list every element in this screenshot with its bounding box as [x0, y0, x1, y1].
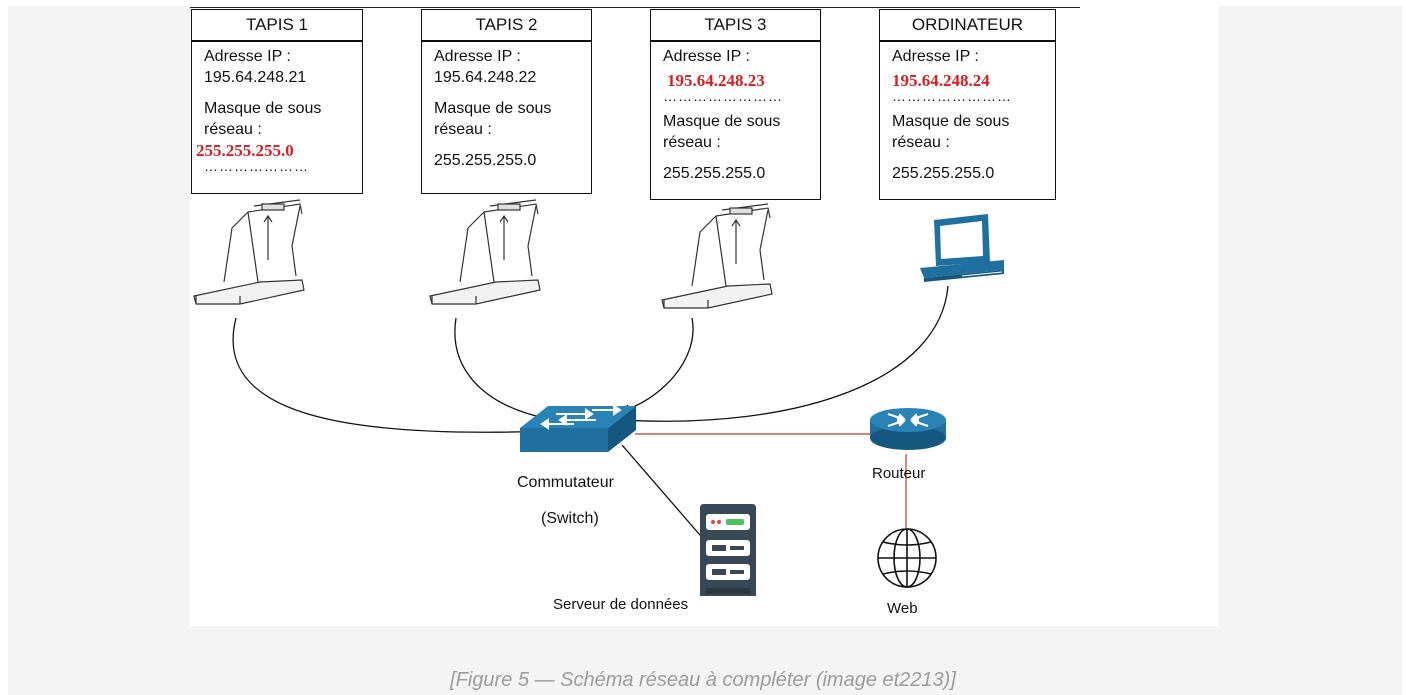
device-title: ORDINATEUR — [880, 10, 1055, 42]
device-title: TAPIS 3 — [651, 10, 820, 42]
mask-label-2: réseau : — [663, 134, 721, 151]
device-box-tapis2: TAPIS 2 Adresse IP : 195.64.248.22 Masqu… — [421, 9, 592, 194]
treadmill-1-icon — [193, 199, 305, 305]
ip-label: Adresse IP : — [663, 48, 750, 65]
mask-label-2: réseau : — [892, 134, 950, 151]
treadmill-2-icon — [429, 199, 541, 305]
mask-label: Masque de sous — [892, 113, 1010, 130]
mask-value-handwritten: 255.255.255.0 — [196, 141, 294, 160]
router-label: Routeur — [872, 465, 926, 482]
device-box-ordinateur: ORDINATEUR Adresse IP : 195.64.248.24 ……… — [879, 9, 1056, 200]
mask-label-2: réseau : — [204, 121, 262, 138]
ip-value: 195.64.248.21 — [204, 69, 307, 86]
fill-in-dots: …………………… — [892, 88, 1012, 104]
mask-label: Masque de sous — [204, 100, 322, 117]
mask-label-2: réseau : — [434, 121, 492, 138]
device-title: TAPIS 1 — [192, 10, 362, 42]
server-icon — [700, 504, 756, 596]
computer-icon — [920, 214, 1004, 282]
ip-label: Adresse IP : — [434, 48, 521, 65]
mask-value: 255.255.255.0 — [434, 152, 537, 169]
mask-label: Masque de sous — [434, 100, 552, 117]
router-icon — [870, 408, 946, 450]
device-box-tapis3: TAPIS 3 Adresse IP : 195.64.248.23 ……………… — [650, 9, 821, 200]
mask-value: 255.255.255.0 — [663, 165, 766, 182]
switch-sublabel: (Switch) — [541, 510, 599, 527]
fill-in-dots: ………………… — [204, 158, 309, 174]
mask-label: Masque de sous — [663, 113, 781, 130]
switch-icon — [520, 404, 636, 452]
figure-caption: [Figure 5 — Schéma réseau à compléter (i… — [450, 669, 956, 691]
ip-value-handwritten: 195.64.248.24 — [892, 71, 990, 90]
cable-tapis2 — [454, 317, 629, 422]
cable-tapis1 — [232, 317, 576, 433]
top-rule — [190, 7, 1080, 8]
ip-value-handwritten: 195.64.248.23 — [667, 71, 765, 90]
ip-label: Adresse IP : — [204, 48, 291, 65]
ip-value: 195.64.248.22 — [434, 69, 537, 86]
cable-tapis3 — [619, 317, 694, 413]
treadmill-3-icon — [661, 203, 773, 309]
ip-label: Adresse IP : — [892, 48, 979, 65]
cable-switch-server — [621, 444, 707, 543]
device-box-tapis1: TAPIS 1 Adresse IP : 195.64.248.21 Masqu… — [191, 9, 363, 194]
mask-value: 255.255.255.0 — [892, 165, 995, 182]
switch-label: Commutateur — [517, 474, 614, 491]
fill-in-dots: …………………… — [663, 88, 783, 104]
globe-icon — [877, 528, 937, 588]
device-title: TAPIS 2 — [422, 10, 591, 42]
web-label: Web — [887, 600, 918, 617]
server-label: Serveur de données — [553, 596, 689, 613]
cable-ordinateur — [619, 285, 949, 422]
